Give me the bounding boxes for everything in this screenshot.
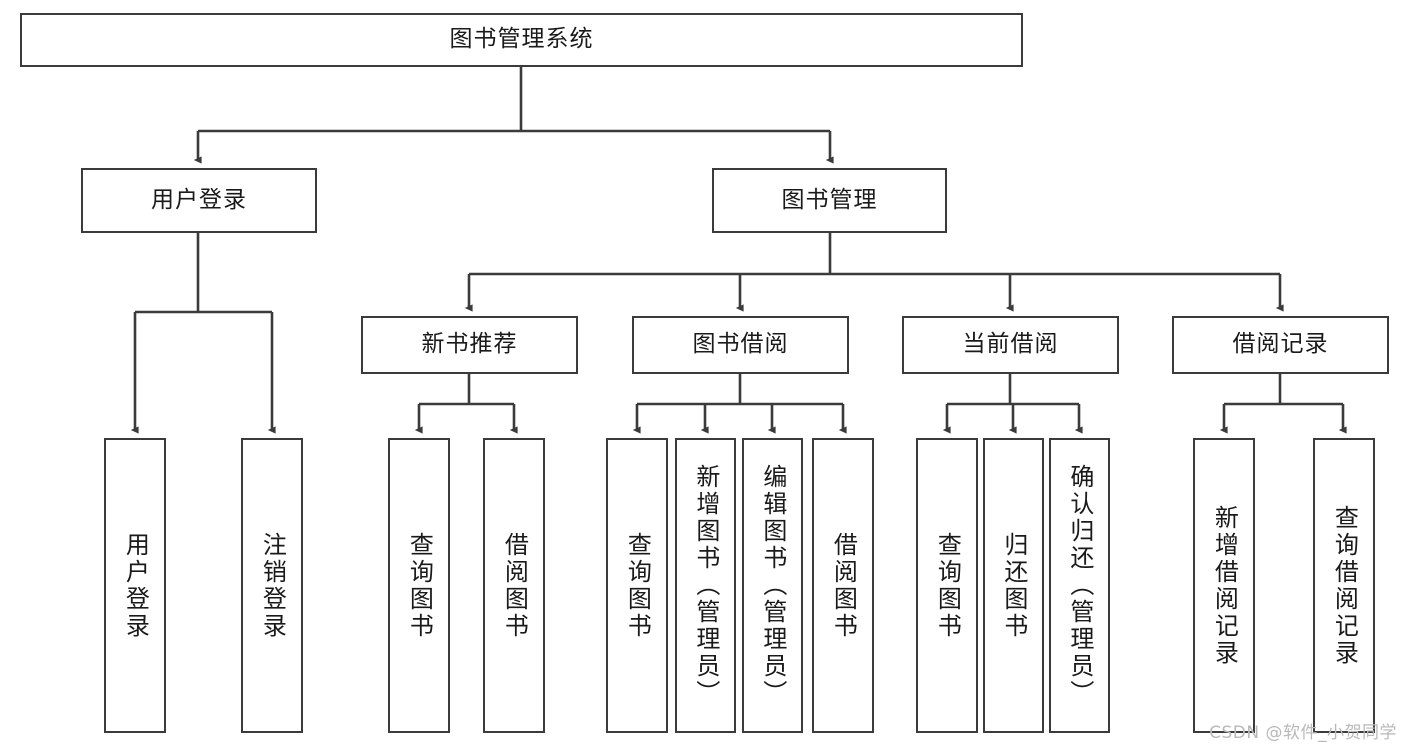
node-leaf-edit-book-admin[interactable]: 编辑图书（管理员）	[742, 438, 803, 733]
node-label: 借阅记录	[1232, 331, 1329, 358]
node-user-login[interactable]: 用户登录	[81, 168, 317, 233]
node-leaf-query-book[interactable]: 查询图书	[606, 438, 668, 733]
node-label: 归还图书	[999, 531, 1028, 640]
node-leaf-query-borrow-record[interactable]: 查询借阅记录	[1313, 438, 1375, 733]
node-label: 借阅图书	[500, 531, 529, 640]
node-leaf-borrow-book[interactable]: 借阅图书	[812, 438, 874, 733]
node-leaf-query-book-current[interactable]: 查询图书	[916, 438, 978, 733]
node-label: 当前借阅	[962, 331, 1059, 358]
node-label: 新增借阅记录	[1210, 504, 1239, 667]
node-label: 图书管理	[781, 186, 878, 213]
node-leaf-add-book-admin[interactable]: 新增图书（管理员）	[675, 438, 736, 733]
node-label: 查询图书	[405, 531, 434, 640]
node-leaf-borrow-book-recommend[interactable]: 借阅图书	[483, 438, 545, 733]
node-label: 图书管理系统	[449, 26, 594, 53]
node-root[interactable]: 图书管理系统	[20, 13, 1023, 67]
node-label: 用户登录	[121, 531, 150, 640]
node-book-management[interactable]: 图书管理	[712, 168, 947, 233]
node-leaf-query-book-recommend[interactable]: 查询图书	[388, 438, 450, 733]
node-current-borrow[interactable]: 当前借阅	[902, 316, 1119, 374]
watermark: CSDN @软件_小贺同学	[1209, 723, 1397, 743]
node-label: 确认归还（管理员）	[1065, 464, 1094, 707]
node-leaf-user-login[interactable]: 用户登录	[104, 438, 166, 733]
node-label: 编辑图书（管理员）	[758, 464, 787, 707]
node-label: 图书借阅	[692, 331, 789, 358]
node-leaf-confirm-return-admin[interactable]: 确认归还（管理员）	[1049, 438, 1110, 733]
node-label: 查询图书	[933, 531, 962, 640]
node-label: 注销登录	[258, 531, 287, 640]
node-label: 用户登录	[151, 186, 247, 213]
node-label: 查询图书	[623, 531, 652, 640]
node-leaf-add-borrow-record[interactable]: 新增借阅记录	[1193, 438, 1255, 733]
node-leaf-return-book[interactable]: 归还图书	[983, 438, 1044, 733]
node-borrow-records[interactable]: 借阅记录	[1172, 316, 1389, 374]
node-label: 查询借阅记录	[1330, 504, 1359, 667]
node-book-borrow[interactable]: 图书借阅	[632, 316, 849, 374]
node-label: 借阅图书	[829, 531, 858, 640]
node-label: 新增图书（管理员）	[691, 464, 720, 707]
node-leaf-logout[interactable]: 注销登录	[241, 438, 303, 733]
node-new-book-recommend[interactable]: 新书推荐	[361, 316, 578, 374]
node-label: 新书推荐	[421, 331, 518, 358]
